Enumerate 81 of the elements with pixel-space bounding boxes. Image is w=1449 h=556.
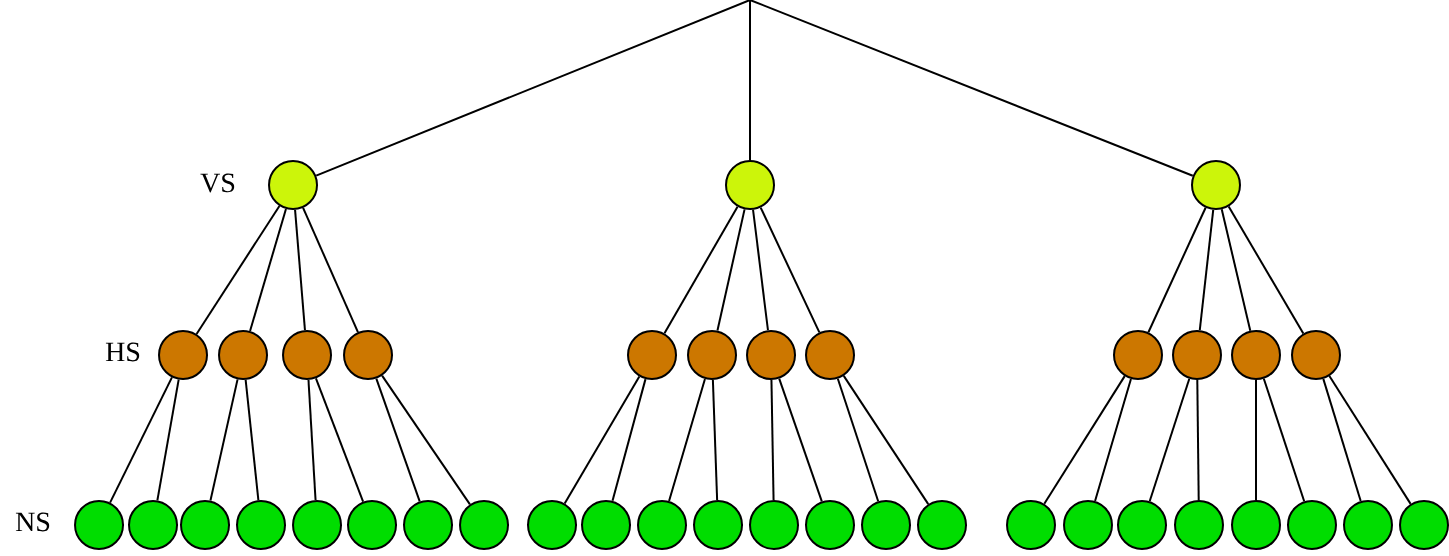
connector-line [244,378,260,502]
leaf-circle [347,500,397,550]
leaf-circle [1343,500,1393,550]
leaf-circle [403,500,453,550]
connector-line [749,0,1194,177]
connector-line [842,374,930,506]
connector-line [1148,377,1191,503]
leaf-circle [180,500,230,550]
leaf-circle [74,500,124,550]
connector-line [1220,208,1252,332]
leaf-circle [1063,500,1113,550]
level-label: VS [200,173,235,193]
connector-line [209,378,239,502]
leaf-circle [459,500,509,550]
connector-line [1198,208,1215,332]
connector-line [302,206,359,334]
connector-line [1322,377,1362,503]
connector-line [759,206,821,334]
connector-line [611,378,647,502]
connector-line [294,208,306,332]
mid-level-circle [1231,330,1281,380]
connector-line [195,205,281,335]
mid-level-circle [687,330,737,380]
connector-line [668,377,706,502]
mid-level-circle [746,330,796,380]
mid-level-circle [805,330,855,380]
connector-line [1196,379,1200,501]
mid-level-circle [1113,330,1163,380]
leaf-circle [861,500,911,550]
connector-line [711,378,719,501]
mid-level-circle [1291,330,1341,380]
leaf-circle [292,500,342,550]
mid-level-circle [282,330,332,380]
top-level-circle [725,160,775,210]
connector-line [1094,377,1132,502]
connector-line [778,377,823,503]
connector-line [315,0,751,177]
connector-line [1328,375,1412,505]
top-level-circle [1191,160,1241,210]
connector-line [307,378,317,502]
connector-line [716,208,746,332]
leaf-circle [1174,500,1224,550]
connector-line [249,207,287,332]
leaf-circle [1231,500,1281,550]
leaf-circle [805,500,855,550]
mid-level-circle [218,330,268,380]
mid-level-circle [343,330,393,380]
leaf-circle [637,500,687,550]
leaf-circle [917,500,967,550]
leaf-circle [693,500,743,550]
connector-line [1043,375,1126,505]
leaf-circle [749,500,799,550]
connector-line [381,374,471,506]
mid-level-circle [1172,330,1222,380]
connector-line [836,377,880,503]
connector-line [663,205,739,335]
connector-line [109,376,173,504]
level-label: HS [105,342,140,362]
connector-line [770,379,775,501]
top-level-circle [268,160,318,210]
level-label: NS [15,512,50,532]
connector-line [1227,205,1305,335]
connector-line [1147,206,1207,334]
connector-line [752,208,769,332]
connector-line [1255,379,1257,501]
leaf-circle [128,500,178,550]
connector-line [1262,377,1306,503]
leaf-circle [236,500,286,550]
leaf-circle [527,500,577,550]
connector-line [563,375,641,505]
mid-level-circle [627,330,677,380]
leaf-circle [1006,500,1056,550]
leaf-circle [1117,500,1167,550]
connector-line [375,377,421,503]
leaf-circle [581,500,631,550]
connector-line [156,378,180,502]
connector-line [749,0,751,161]
leaf-circle [1399,500,1449,550]
mid-level-circle [158,330,208,380]
connector-line [314,377,365,503]
leaf-circle [1287,500,1337,550]
